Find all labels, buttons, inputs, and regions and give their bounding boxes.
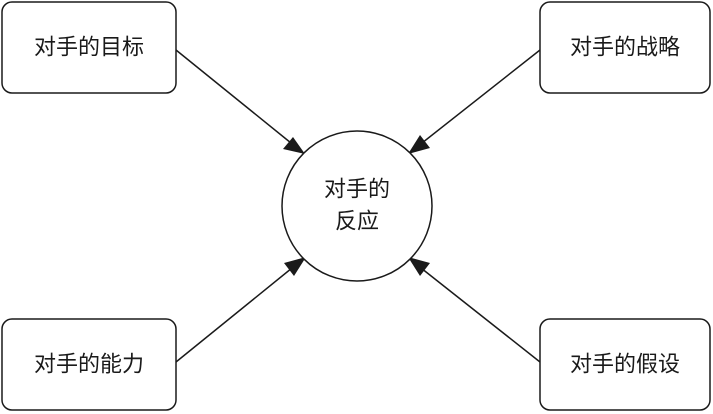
node-bottom-left-box [1, 318, 177, 411]
center-node: 对手的 反应 [281, 130, 433, 282]
node-top-right-label: 对手的战略 [570, 36, 680, 61]
node-bottom-right: 对手的假设 [539, 318, 711, 411]
arrow-top-right-to-center [408, 49, 541, 154]
node-top-left: 对手的目标 [1, 1, 177, 94]
node-top-left-label: 对手的目标 [34, 36, 144, 61]
node-bottom-right-label: 对手的假设 [570, 353, 680, 378]
center-circle [281, 130, 433, 282]
center-label-line2: 反应 [335, 210, 379, 235]
center-label-line1: 对手的 [324, 178, 390, 203]
arrow-bottom-left-to-center [175, 257, 306, 363]
node-top-right-box [539, 1, 711, 94]
node-bottom-left: 对手的能力 [1, 318, 177, 411]
node-bottom-left-label: 对手的能力 [34, 353, 144, 378]
node-top-left-box [1, 1, 177, 94]
arrow-bottom-right-to-center [408, 257, 541, 363]
node-top-right: 对手的战略 [539, 1, 711, 94]
node-bottom-right-box [539, 318, 711, 411]
arrow-top-left-to-center [175, 49, 305, 154]
